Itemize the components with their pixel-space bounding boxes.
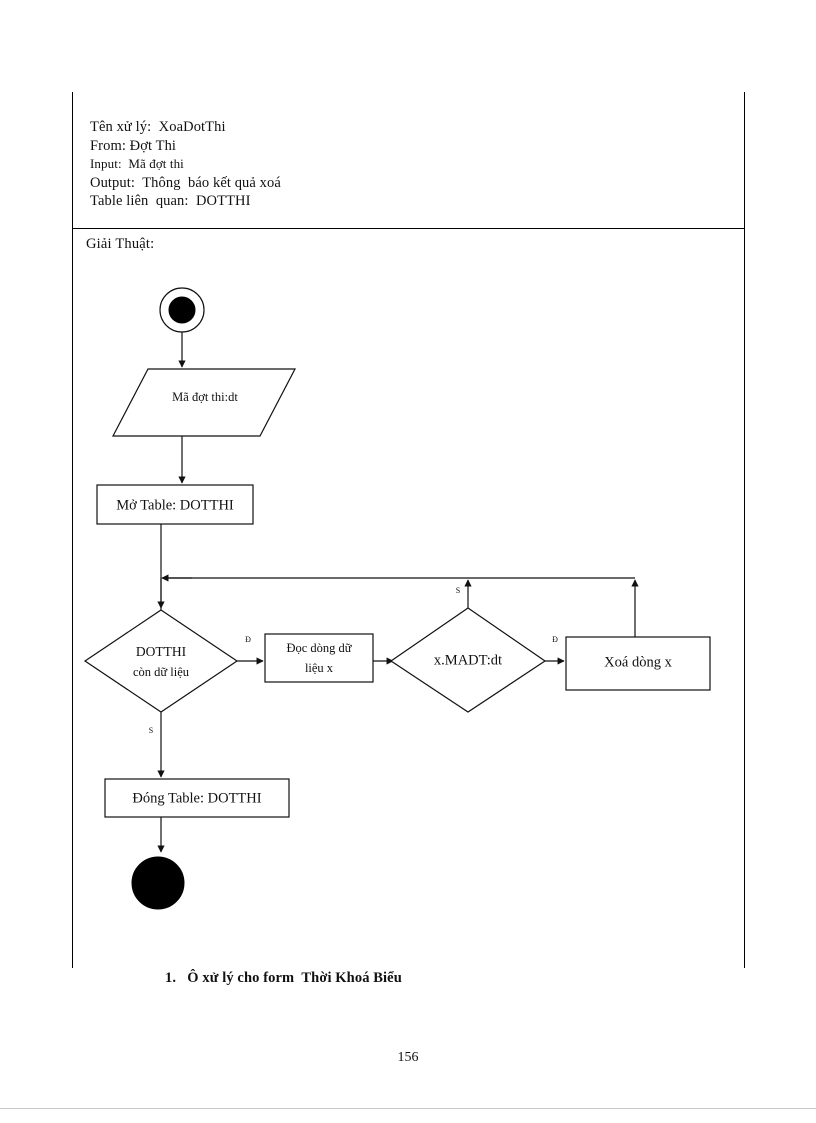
process-box-close-table: Đóng Table: DOTTHI (104, 778, 290, 818)
flowchart-diagram: Mã đợt thi:dt Mở Table: DOTTHI DOTTHI cò… (72, 250, 744, 950)
read-row-label-line1: Đọc dòng dữ (286, 641, 352, 655)
process-box-delete-row: Xoá dòng x (565, 636, 711, 691)
edge-label-loop-false: S (149, 726, 153, 735)
algorithm-section-label: Giải Thuật: (86, 236, 155, 252)
edge-label-loop-true: Đ (245, 635, 251, 644)
process-box-read-row: Đọc dòng dữ liệu x (264, 633, 374, 683)
meta-line-input: Input: Mã đợt thi (90, 156, 184, 172)
close-table-label: Đóng Table: DOTTHI (132, 790, 261, 806)
footer-list-item: 1. Ô xử lý cho form Thời Khoá Biểu (165, 970, 402, 986)
input-shape: Mã đợt thi:dt (112, 368, 296, 437)
meta-line-output: Output: Thông báo kết quả xoá (90, 174, 281, 191)
edge-label-compare-true: Đ (552, 635, 558, 644)
process-box-open-table: Mở Table: DOTTHI (96, 484, 254, 525)
open-table-label: Mở Table: DOTTHI (116, 497, 234, 513)
delete-row-label: Xoá dòng x (604, 654, 672, 670)
input-shape-label: Mã đợt thi:dt (172, 390, 238, 404)
frame-right-border (744, 92, 745, 968)
meta-line-table: Table liên quan: DOTTHI (90, 193, 251, 210)
page-number: 156 (397, 1050, 419, 1065)
decision-loop-has-data: DOTTHI còn dữ liệu (83, 609, 239, 713)
frame-divider-line (72, 228, 745, 229)
meta-line-name: Tên xử lý: XoaDotThi (90, 119, 226, 135)
start-node (159, 287, 205, 333)
decision-compare-madt: x.MADT:dt (389, 607, 547, 713)
frame-left-border (72, 92, 73, 968)
edge-label-compare-false: S (456, 586, 460, 595)
bottom-rule (0, 1108, 816, 1109)
decision-loop-label-line2: còn dữ liệu (133, 665, 190, 679)
meta-line-from: From: Đợt Thi (90, 137, 177, 154)
end-node (131, 856, 185, 910)
decision-loop-label-line1: DOTTHI (136, 644, 187, 659)
process-metadata-block: Tên xử lý: XoaDotThi From: Đợt Thi Input… (90, 118, 650, 211)
read-row-label-line2: liệu x (305, 661, 334, 675)
decision-compare-label: x.MADT:dt (434, 652, 502, 668)
